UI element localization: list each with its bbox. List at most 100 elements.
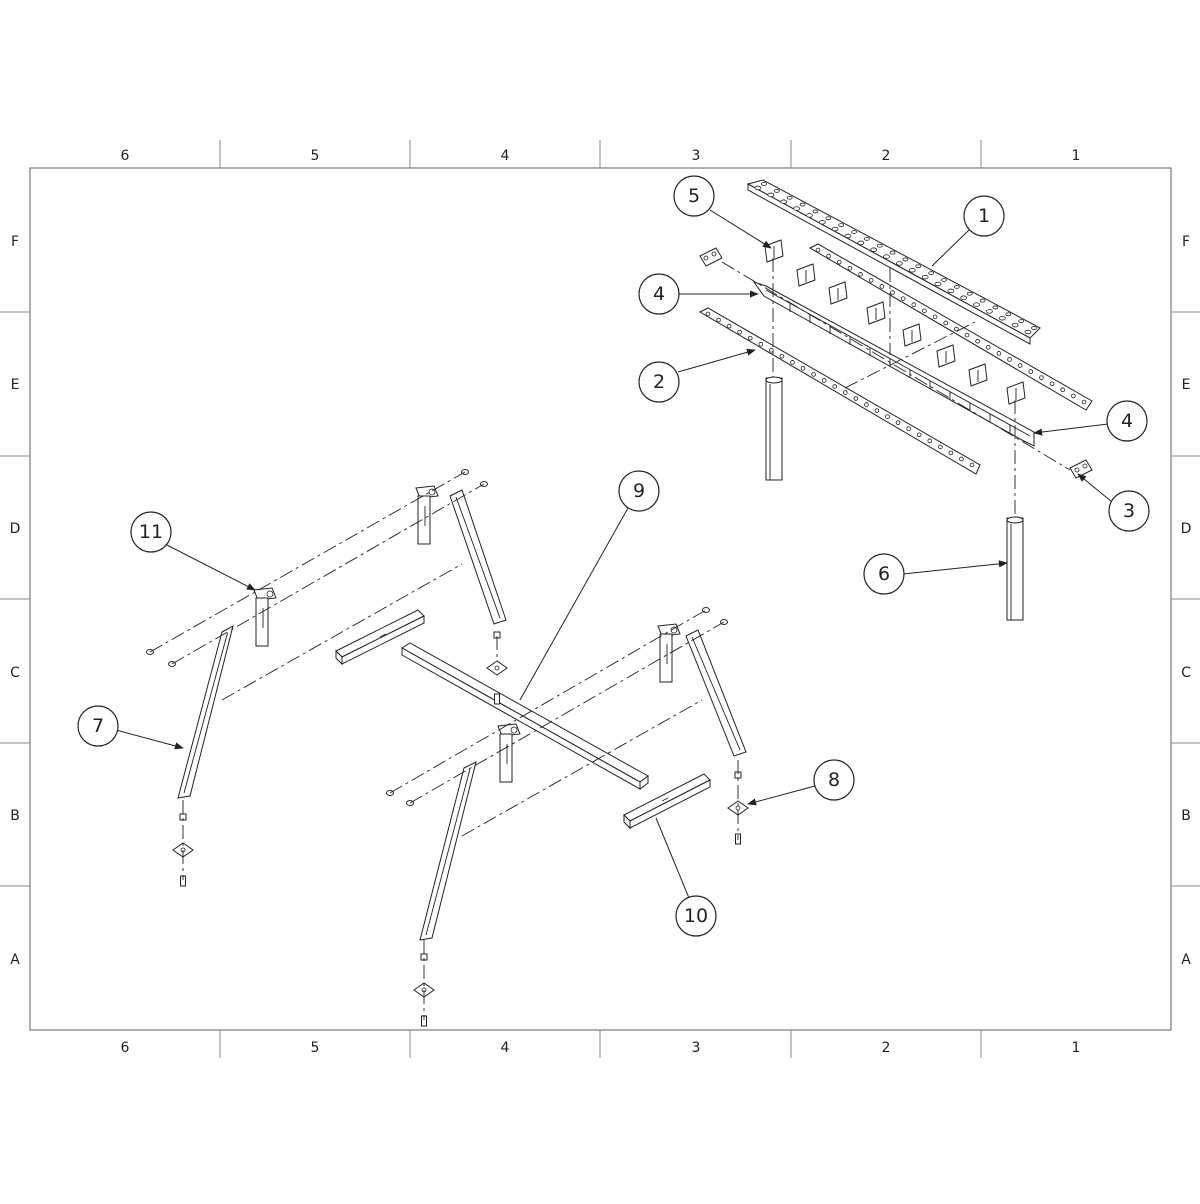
row-label: D [1181,521,1192,537]
part-10-cross-tube-left [335,609,425,666]
callout-number: 10 [684,905,708,927]
callout-9: 9 [618,470,660,512]
plate-hole [786,195,793,200]
plate-hole [1031,326,1037,330]
plate-hole [844,233,852,239]
plate-hole [960,295,968,300]
column-label: 2 [882,1040,891,1056]
rail-hole [927,438,933,444]
plate-hole [799,202,806,207]
row-label: F [1182,234,1190,250]
column-label: 4 [501,148,510,164]
callout-4-lower: 4 [1106,400,1148,442]
rail-hole [815,247,821,253]
plate-hole [806,213,813,218]
plate-hole [1011,322,1019,328]
part-10-cross-tube-right [623,773,711,830]
row-labels-right: F E D C B A [1181,234,1192,968]
rail-hole [964,332,970,338]
callout-3: 3 [1108,490,1150,532]
plate-hole [761,182,767,186]
column-label: 1 [1072,148,1081,164]
rail-hole [811,372,816,377]
plate-hole [851,230,857,234]
row-label: B [1181,808,1191,824]
callout-number: 9 [633,480,645,502]
upright-bracket [497,723,521,783]
part-8-foot-plates [172,631,749,1027]
plate-hole [1018,319,1025,324]
upright-bracket [415,485,439,545]
rail-hole [969,462,975,468]
row-label: A [1181,952,1191,968]
plate-hole [915,264,922,269]
sheet-border [0,140,1200,1058]
plate-hole [986,309,993,314]
rail-hole [900,296,906,301]
callout-number: 2 [653,371,665,393]
callout-11: 11 [130,511,172,553]
rail-hole [864,402,869,407]
rail-hole [895,420,901,426]
bracket-stem [417,495,431,545]
bracket-5 [936,344,956,368]
rail-hole [885,414,890,419]
leg-body [177,625,234,799]
rail-hole [821,378,827,383]
bracket-5 [902,323,922,347]
upright-bracket [253,587,277,647]
callout-number: 7 [92,715,104,737]
plate-hole [825,216,832,221]
plate-hole [902,257,909,262]
plate-hole [889,250,896,255]
rail-hole [1007,357,1012,362]
plate-hole [812,209,819,214]
part-3-end-bracket-left [699,247,723,267]
rail-hole [747,335,753,341]
callout-number: 6 [878,563,890,585]
row-label: D [10,521,21,537]
column-labels-bottom: 6 5 4 3 2 1 [121,1040,1081,1056]
part-11-brackets [253,485,681,783]
callout-2: 2 [638,361,680,403]
column-label: 4 [501,1040,510,1056]
callout-8: 8 [813,759,855,801]
leg [449,489,507,625]
plate-hole [928,271,935,276]
plate-hole [818,220,826,225]
part-1-perforated-plate [746,179,1041,345]
rail-hole [842,390,848,395]
callout-number: 11 [139,521,163,543]
row-label: E [1182,377,1191,393]
callout-number: 3 [1123,500,1135,522]
foot-plate [486,631,508,705]
bracket-stem [499,733,513,783]
foot-plate [727,771,749,845]
plate-hole [1005,312,1012,317]
plate-hole [883,254,890,259]
rail-hole [868,278,874,283]
rail-hole [943,320,948,326]
rail-hole [1049,381,1055,387]
rail-hole [853,396,859,401]
callout-10: 10 [675,895,717,937]
plate-hole [870,247,878,252]
rail-hole [790,360,795,365]
callout-number: 1 [978,205,990,227]
rail-hole [932,314,938,320]
part-3-end-bracket-right [1069,459,1093,479]
rail-hole [874,408,880,413]
bracket-5 [796,263,816,287]
part-7-legs [177,489,747,941]
rail-hole [832,384,838,389]
foot-plate [413,953,435,1027]
plate-hole [838,223,845,228]
bracket-5 [866,301,886,325]
rail-hole [959,456,964,462]
rail-hole [916,432,922,438]
row-label: F [11,234,19,250]
column-label: 3 [692,148,701,164]
plate-hole [979,298,986,303]
callout-4-upper: 4 [638,273,680,315]
leg [177,625,234,799]
